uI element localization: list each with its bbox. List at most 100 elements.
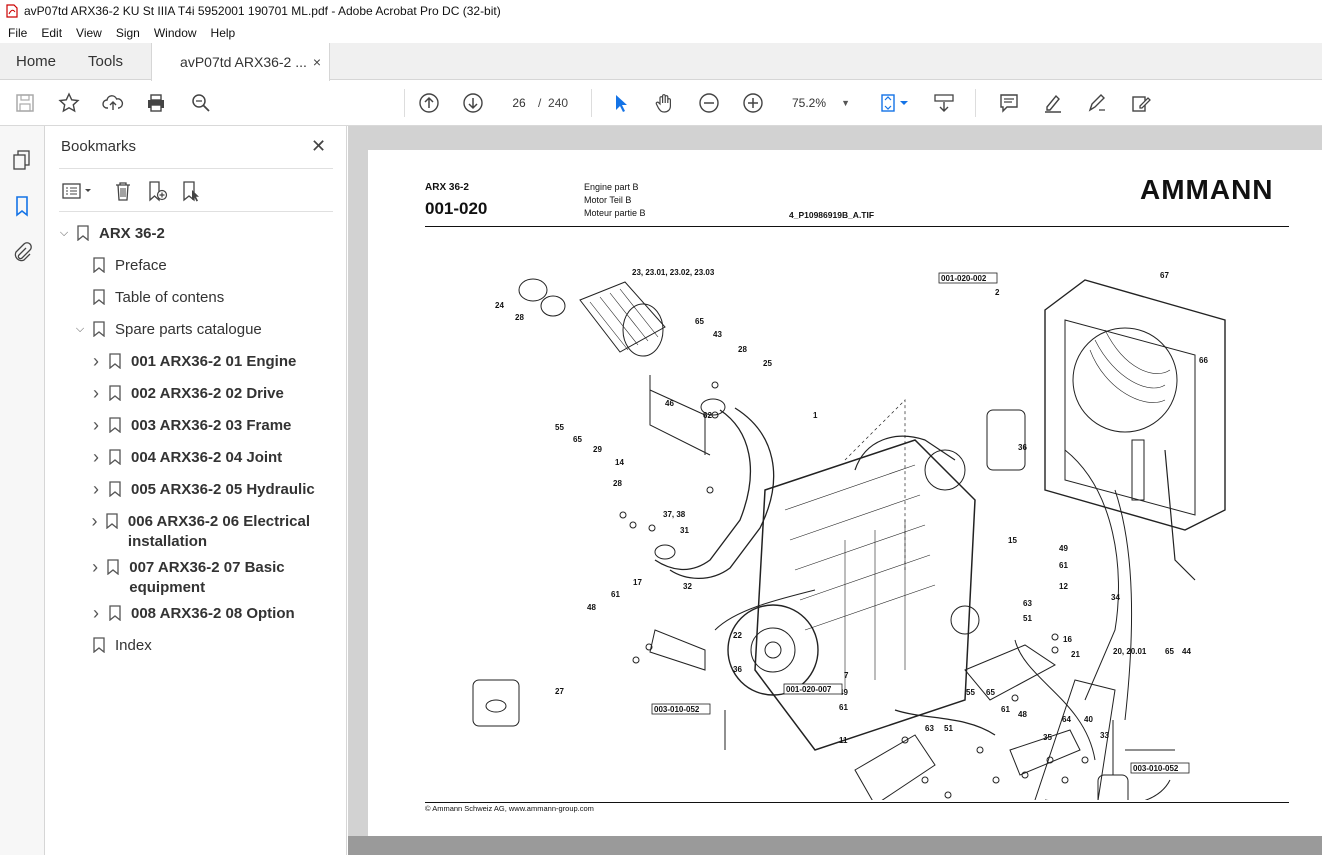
part-callout: 17	[633, 578, 642, 587]
edit-form-icon[interactable]	[1129, 91, 1153, 115]
reference-box-frame	[1130, 762, 1190, 774]
fit-page-icon[interactable]	[877, 91, 901, 115]
chevron-right-icon[interactable]: ›	[93, 351, 99, 371]
bookmark-item[interactable]: ›004 ARX36-2 04 Joint	[89, 448, 335, 468]
attachment-icon[interactable]	[10, 240, 34, 264]
reference-box: 001-020-007	[783, 683, 843, 695]
bookmark-item[interactable]: › 006 ARX36-2 06 Electrical installation	[89, 512, 335, 552]
print-icon[interactable]	[144, 91, 168, 115]
bookmark-label: 001 ARX36-2 01 Engine	[131, 353, 297, 370]
tab-close-button[interactable]: ×	[312, 54, 322, 70]
fit-page-dropdown-icon[interactable]	[898, 91, 910, 115]
hand-tool-icon[interactable]	[653, 91, 677, 115]
save-icon[interactable]	[13, 91, 37, 115]
bookmark-item[interactable]: › 001 ARX36-2 01 Engine	[89, 352, 335, 372]
reference-label: 001-020-007	[786, 685, 832, 694]
draw-sign-icon[interactable]	[1085, 91, 1109, 115]
part-callout: 40	[1084, 715, 1093, 724]
bookmark-item[interactable]: ›002 ARX36-2 02 Drive	[89, 384, 335, 404]
bookmark-icon	[109, 353, 121, 369]
part-callout: 46	[665, 399, 674, 408]
chevron-right-icon[interactable]: ›	[93, 447, 99, 467]
bookmark-item[interactable]: Preface	[73, 256, 335, 276]
new-bookmark-icon[interactable]	[145, 179, 169, 203]
page-total: 240	[548, 96, 569, 110]
bookmark-icon	[106, 513, 118, 529]
star-icon[interactable]	[57, 91, 81, 115]
chevron-right-icon[interactable]: ›	[93, 603, 99, 623]
bookmark-options-icon[interactable]	[61, 179, 95, 203]
zoom-select[interactable]: 75.2%▼	[786, 91, 856, 115]
next-page-gap	[348, 836, 1322, 855]
scroll-mode-icon[interactable]	[932, 91, 956, 115]
part-callout: 11	[839, 736, 848, 745]
bookmark-panel-icon[interactable]	[10, 194, 34, 218]
menu-help[interactable]: Help	[210, 25, 236, 40]
part-callout: 55	[555, 423, 564, 432]
bookmark-item[interactable]: Table of contens	[73, 288, 335, 308]
part-callout: 49	[1059, 544, 1068, 553]
chevron-right-icon[interactable]: ›	[92, 557, 99, 577]
page-separator: /	[538, 96, 542, 110]
chevron-right-icon[interactable]: ›	[93, 383, 99, 403]
menu-file[interactable]: File	[8, 25, 28, 40]
delete-bookmark-icon[interactable]	[111, 179, 135, 203]
chevron-right-icon[interactable]: ›	[93, 479, 99, 499]
part-callout: 21	[1071, 650, 1080, 659]
zoom-in-icon[interactable]	[741, 91, 765, 115]
divider	[59, 211, 333, 212]
bookmark-item[interactable]: ›007 ARX36-2 07 Basic equipment	[89, 558, 335, 598]
bookmark-item[interactable]: › 008 ARX36-2 08 Option	[89, 604, 335, 624]
bookmark-item[interactable]: ⌵Spare parts catalogue	[73, 320, 335, 340]
part-callout: 43	[713, 330, 722, 339]
menu-sign[interactable]: Sign	[115, 25, 140, 40]
chevron-down-icon[interactable]: ⌵	[75, 323, 85, 335]
menu-view[interactable]: View	[76, 25, 102, 40]
part-callout: 14	[615, 458, 624, 467]
menu-window[interactable]: Window	[153, 25, 197, 40]
part-callout: 61	[839, 703, 848, 712]
part-callout: 61	[611, 590, 620, 599]
highlight-pen-icon[interactable]	[1041, 91, 1065, 115]
prev-page-icon[interactable]	[417, 91, 441, 115]
bookmark-item[interactable]: Index	[73, 636, 335, 656]
bookmark-item[interactable]: ⌵ARX 36-2	[57, 224, 335, 244]
part-callout: 63	[925, 724, 934, 733]
chevron-down-icon[interactable]: ⌵	[59, 227, 69, 239]
reference-label: 003-010-052	[1133, 764, 1179, 773]
part-callout: 32	[683, 582, 692, 591]
part-callout: 48	[587, 603, 596, 612]
bookmark-label: 008 ARX36-2 08 Option	[131, 605, 295, 622]
comment-icon[interactable]	[997, 91, 1021, 115]
menu-edit[interactable]: Edit	[41, 25, 63, 40]
bookmarks-title: Bookmarks	[61, 138, 137, 155]
part-callout: 66	[1199, 356, 1208, 365]
part-callout: 37, 38	[663, 510, 686, 519]
chevron-right-icon[interactable]: ›	[93, 415, 99, 435]
tab-home[interactable]: Home	[16, 52, 57, 70]
upload-cloud-icon[interactable]	[101, 91, 125, 115]
zoom-out-icon[interactable]	[697, 91, 721, 115]
next-page-icon[interactable]	[461, 91, 485, 115]
bookmark-from-selection-icon[interactable]	[179, 179, 203, 203]
page-number-input[interactable]: 26	[512, 96, 526, 110]
part-callout: 51	[1023, 614, 1032, 623]
bookmark-item[interactable]: ›005 ARX36-2 05 Hydraulic	[89, 480, 335, 500]
main-toolbar	[0, 81, 1322, 126]
reference-box-frame	[938, 272, 998, 284]
bookmark-label: Preface	[115, 257, 167, 274]
close-icon[interactable]: ✕	[311, 136, 327, 156]
tab-document[interactable]: avP07td ARX36-2 ... ×	[151, 43, 331, 81]
bookmark-item[interactable]: ›003 ARX36-2 03 Frame	[89, 416, 335, 436]
part-callout: 44	[1182, 647, 1191, 656]
reference-box-frame	[651, 703, 711, 715]
bookmark-label: 006 ARX36-2 06 Electrical installation	[127, 513, 310, 550]
page-thumbnails-icon[interactable]	[10, 148, 34, 172]
chevron-right-icon[interactable]: ›	[91, 511, 98, 531]
tab-tools[interactable]: Tools	[88, 52, 124, 70]
zoom-search-icon[interactable]	[189, 91, 213, 115]
select-cursor-icon[interactable]	[609, 91, 633, 115]
reference-box: 003-010-052	[1130, 762, 1190, 774]
divider	[59, 168, 333, 169]
reference-box: 001-020-002	[938, 272, 998, 284]
